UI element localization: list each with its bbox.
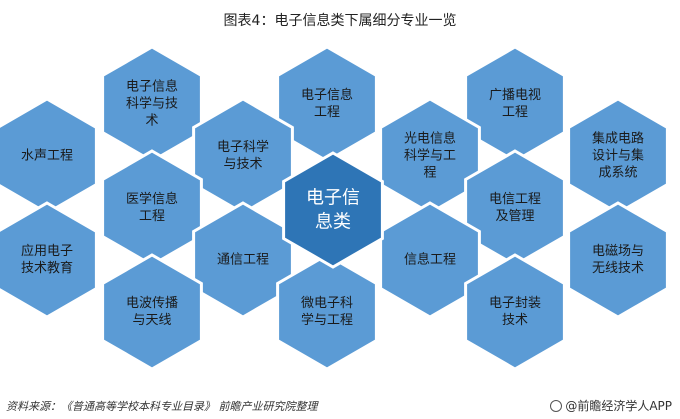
hex-communication-engineering-label-line-1: 通信工程 <box>217 253 269 268</box>
hex-electronic-info-engineering-label-line-1: 电子信息 <box>301 87 353 103</box>
hex-optoelectronic-info-science-label-line-3: 程 <box>423 166 436 181</box>
hex-electronic-packaging-tech-label-line-2: 技术 <box>502 313 528 328</box>
brand-label: @前瞻经济学人APP <box>550 397 672 414</box>
source-note: 资料来源：《普通高等学校本科专业目录》 前瞻产业研究院整理 <box>6 400 318 413</box>
hex-applied-electronic-tech-education-label-line-1: 应用电子 <box>21 243 73 259</box>
hex-optoelectronic-info-science-label-line-1: 光电信息 <box>404 131 456 147</box>
hex-wave-propagation-antenna-shape <box>101 253 203 371</box>
hex-telecom-engineering-management-label-line-1: 电信工程 <box>489 192 541 207</box>
hex-electronic-information-center: 电子信息类 <box>282 151 384 269</box>
hex-em-field-wireless-tech-label-line-1: 电磁场与 <box>592 244 644 259</box>
hex-broadcast-tv-engineering-label-line-1: 广播电视 <box>489 88 541 103</box>
chart-title: 图表4：电子信息类下属细分专业一览 <box>223 13 457 29</box>
hex-electronic-information-center-label-line-2: 息类 <box>315 212 351 233</box>
hex-telecom-engineering-management-label-line-2: 及管理 <box>495 209 534 224</box>
hex-medical-info-engineering-label-line-1: 医学信息 <box>126 191 178 207</box>
hex-em-field-wireless-tech-shape <box>567 201 669 319</box>
hex-electronic-info-science-tech-label-line-1: 电子信息 <box>126 79 178 95</box>
hex-applied-electronic-tech-education-shape <box>0 201 98 319</box>
hex-electronic-info-engineering-label-line-2: 工程 <box>314 105 340 120</box>
hex-wave-propagation-antenna-label-line-2: 与天线 <box>132 313 171 328</box>
hex-electronic-info-science-tech-label-line-2: 科学与技 <box>126 96 178 112</box>
hex-ic-design-integrated-systems-label-line-1: 集成电路 <box>592 131 644 147</box>
hex-ic-design-integrated-systems-label-line-3: 成系统 <box>598 166 637 181</box>
hex-optoelectronic-info-science-label-line-2: 科学与工 <box>404 148 456 164</box>
hex-electronic-science-tech-label-line-1: 电子科学 <box>217 139 269 155</box>
hex-broadcast-tv-engineering-label-line-2: 工程 <box>502 105 528 120</box>
hex-electronic-packaging-tech-label-line-1: 电子封装 <box>489 296 541 311</box>
hex-electronic-info-science-tech-label-line-3: 术 <box>145 114 158 129</box>
hex-underwater-acoustic-engineering: 水声工程 <box>0 97 98 215</box>
hex-ic-design-integrated-systems-label-line-2: 设计与集 <box>592 148 644 164</box>
hex-medical-info-engineering-label-line-2: 工程 <box>139 209 165 224</box>
brand-logo-icon <box>550 400 563 412</box>
hex-electronic-information-center-shape <box>282 151 384 269</box>
hex-medical-info-engineering-shape <box>101 149 203 267</box>
hex-wave-propagation-antenna-label-line-1: 电波传播 <box>126 296 178 311</box>
hex-applied-electronic-tech-education-label-line-2: 技术教育 <box>21 260 73 276</box>
hex-em-field-wireless-tech-label-line-2: 无线技术 <box>592 261 644 276</box>
hex-microelectronic-science-engineering-shape <box>276 253 378 371</box>
hex-electronic-information-center-label-line-1: 电子信 <box>306 188 360 209</box>
hex-microelectronic-science-engineering-label-line-2: 学与工程 <box>301 312 353 328</box>
brand-text: @前瞻经济学人APP <box>565 399 672 413</box>
hex-microelectronic-science-engineering-label-line-1: 微电子科 <box>301 296 353 311</box>
hex-electronic-packaging-tech-shape <box>464 253 566 371</box>
hex-information-engineering-label-line-1: 信息工程 <box>404 252 456 268</box>
hex-electronic-science-tech-label-line-2: 与技术 <box>223 157 262 172</box>
hex-underwater-acoustic-engineering-label-line-1: 水声工程 <box>21 149 73 164</box>
